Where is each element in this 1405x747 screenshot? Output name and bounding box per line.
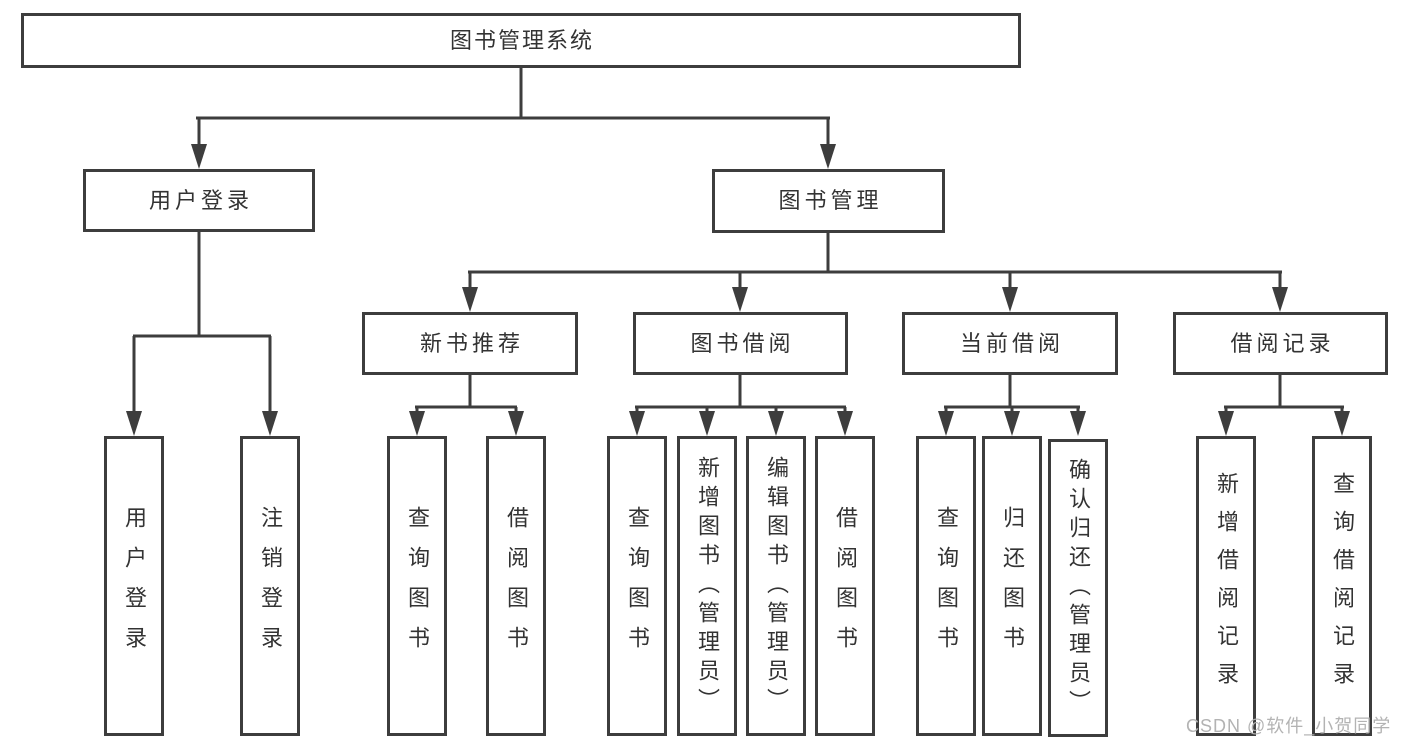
leaf-add-borrow-record-label: 新增借阅记录: [1214, 472, 1239, 700]
leaf-borrow-books-1-label: 借阅图书: [504, 506, 529, 666]
leaf-borrow-books-1: 借阅图书: [486, 436, 546, 736]
connector-current-borrow-to-leaves: [938, 373, 1086, 436]
leaf-query-books-1: 查询图书: [387, 436, 447, 736]
leaf-add-books-admin-label: 新增图书（管理员）: [695, 455, 720, 717]
connector-user-login-to-leaves: [126, 230, 278, 436]
connector-new-books-to-leaves: [409, 373, 524, 436]
leaf-edit-books-admin-label: 编辑图书（管理员）: [764, 455, 789, 717]
leaf-query-books-1-label: 查询图书: [405, 506, 430, 666]
connector-root-to-level2: [191, 66, 836, 169]
node-new-books: 新书推荐: [362, 312, 578, 375]
node-root: 图书管理系统: [21, 13, 1021, 68]
leaf-return-books: 归还图书: [982, 436, 1042, 736]
leaf-edit-books-admin: 编辑图书（管理员）: [746, 436, 806, 736]
leaf-user-login: 用户登录: [104, 436, 164, 736]
leaf-add-borrow-record: 新增借阅记录: [1196, 436, 1256, 736]
node-new-books-label: 新书推荐: [419, 330, 524, 356]
leaf-return-books-label: 归还图书: [1000, 506, 1025, 666]
node-user-login: 用户登录: [83, 169, 315, 232]
node-current-borrow: 当前借阅: [902, 312, 1118, 375]
node-book-borrow-label: 图书借阅: [690, 330, 795, 356]
leaf-query-books-3: 查询图书: [916, 436, 976, 736]
leaf-borrow-books-2: 借阅图书: [815, 436, 875, 736]
leaf-logout: 注销登录: [240, 436, 300, 736]
connector-book-borrow-to-leaves: [629, 373, 853, 436]
leaf-borrow-books-2-label: 借阅图书: [833, 506, 858, 666]
node-user-login-label: 用户登录: [148, 187, 253, 213]
node-book-borrow: 图书借阅: [633, 312, 848, 375]
leaf-confirm-return-admin: 确认归还（管理员）: [1048, 439, 1108, 737]
node-borrow-records: 借阅记录: [1173, 312, 1388, 375]
leaf-logout-label: 注销登录: [258, 506, 283, 666]
leaf-query-borrow-record: 查询借阅记录: [1312, 436, 1372, 736]
node-book-mgmt: 图书管理: [712, 169, 945, 233]
leaf-confirm-return-admin-label: 确认归还（管理员）: [1066, 457, 1091, 719]
node-book-mgmt-label: 图书管理: [778, 188, 883, 213]
connector-borrow-records-to-leaves: [1218, 373, 1350, 436]
leaf-query-borrow-record-label: 查询借阅记录: [1330, 472, 1355, 700]
leaf-add-books-admin: 新增图书（管理员）: [677, 436, 737, 736]
leaf-user-login-label: 用户登录: [122, 506, 147, 666]
node-root-label: 图书管理系统: [449, 27, 594, 53]
node-borrow-records-label: 借阅记录: [1230, 330, 1335, 356]
connector-book-mgmt-to-level3: [462, 231, 1288, 312]
node-current-borrow-label: 当前借阅: [959, 330, 1064, 356]
leaf-query-books-2-label: 查询图书: [625, 506, 650, 666]
leaf-query-books-3-label: 查询图书: [934, 506, 959, 666]
leaf-query-books-2: 查询图书: [607, 436, 667, 736]
csdn-watermark: CSDN @软件_小贺同学: [1186, 716, 1392, 736]
